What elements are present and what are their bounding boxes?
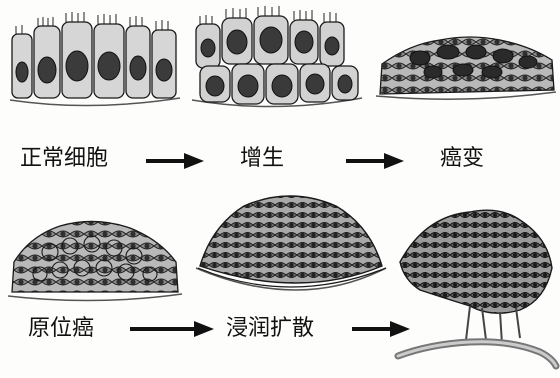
label-hyperplasia: 增生 xyxy=(240,148,284,170)
metastasis-illustration xyxy=(398,210,556,366)
invasion-illustration xyxy=(196,196,386,290)
label-invasion: 浸润扩散 xyxy=(226,318,314,340)
arrow-right-icon xyxy=(128,318,216,340)
normal-cells-illustration xyxy=(10,12,180,106)
dysplasia-illustration xyxy=(376,37,556,99)
arrow-right-icon xyxy=(350,318,412,340)
arrow-right-icon xyxy=(144,150,206,172)
label-in-situ: 原位癌 xyxy=(28,318,94,340)
hyperplasia-illustration xyxy=(192,6,362,107)
label-normal-cells: 正常细胞 xyxy=(20,148,108,170)
label-dysplasia: 癌变 xyxy=(440,148,484,170)
arrow-right-icon xyxy=(344,150,406,172)
in-situ-illustration xyxy=(8,221,182,300)
